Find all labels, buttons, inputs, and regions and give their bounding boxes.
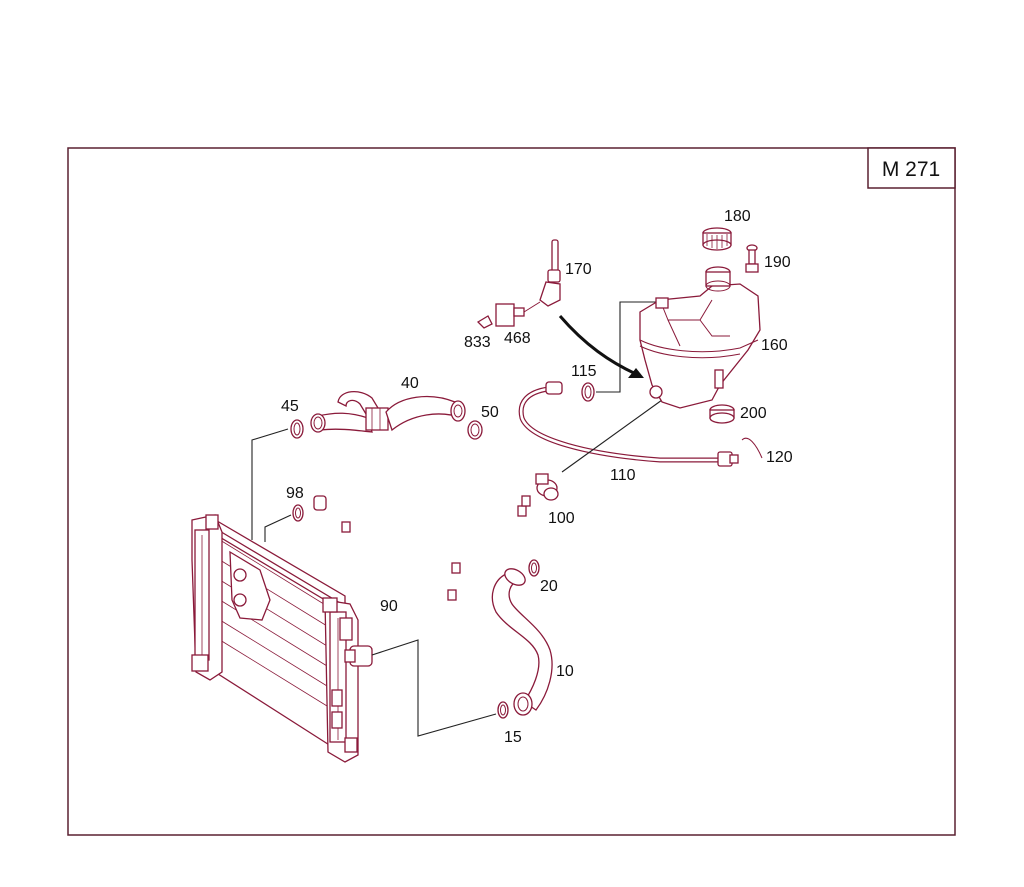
o-ring-98 bbox=[292, 504, 304, 522]
leader-98 bbox=[264, 514, 292, 542]
label-110: 110 bbox=[610, 467, 636, 484]
label-180: 180 bbox=[724, 208, 751, 225]
label-120: 120 bbox=[766, 449, 793, 466]
label-833: 833 bbox=[464, 334, 491, 351]
engine-badge-text: M 271 bbox=[882, 158, 940, 181]
o-ring-115 bbox=[581, 382, 595, 402]
label-10: 10 bbox=[556, 663, 574, 680]
plug-833 bbox=[476, 315, 493, 329]
label-90: 90 bbox=[380, 598, 398, 615]
label-160: 160 bbox=[761, 337, 788, 354]
clamp-100 bbox=[535, 473, 559, 501]
level-sensor-170 bbox=[539, 239, 561, 307]
bushing-200 bbox=[709, 404, 735, 424]
o-ring-20 bbox=[528, 559, 540, 577]
leader-45 bbox=[251, 428, 289, 540]
label-170: 170 bbox=[565, 261, 592, 278]
diagram-frame bbox=[67, 147, 956, 836]
leader-115 bbox=[596, 301, 660, 393]
radiator bbox=[191, 514, 373, 763]
cap-180 bbox=[702, 227, 732, 251]
label-15: 15 bbox=[504, 729, 522, 746]
label-98: 98 bbox=[286, 485, 304, 502]
leader-15 bbox=[371, 639, 497, 737]
screw-190 bbox=[745, 244, 759, 273]
expansion-tank-160 bbox=[639, 266, 761, 409]
label-100: 100 bbox=[548, 510, 575, 527]
label-190: 190 bbox=[764, 254, 791, 271]
hose-90 bbox=[313, 495, 531, 607]
label-20: 20 bbox=[540, 578, 558, 595]
o-ring-45 bbox=[290, 419, 304, 439]
clip-120 bbox=[741, 437, 763, 459]
hose-40 bbox=[310, 391, 466, 433]
hose-110 bbox=[518, 381, 739, 467]
label-468: 468 bbox=[504, 330, 531, 347]
label-50: 50 bbox=[481, 404, 499, 421]
connector-468 bbox=[495, 301, 541, 327]
label-115: 115 bbox=[571, 363, 597, 380]
hose-10 bbox=[491, 568, 553, 716]
o-ring-15 bbox=[497, 701, 509, 719]
o-ring-50 bbox=[467, 420, 483, 440]
leader-110-tank bbox=[561, 399, 663, 473]
label-45: 45 bbox=[281, 398, 299, 415]
mounting-arrow bbox=[558, 315, 644, 378]
engine-badge: M 271 bbox=[867, 147, 956, 189]
label-200: 200 bbox=[740, 405, 767, 422]
label-40: 40 bbox=[401, 375, 419, 392]
